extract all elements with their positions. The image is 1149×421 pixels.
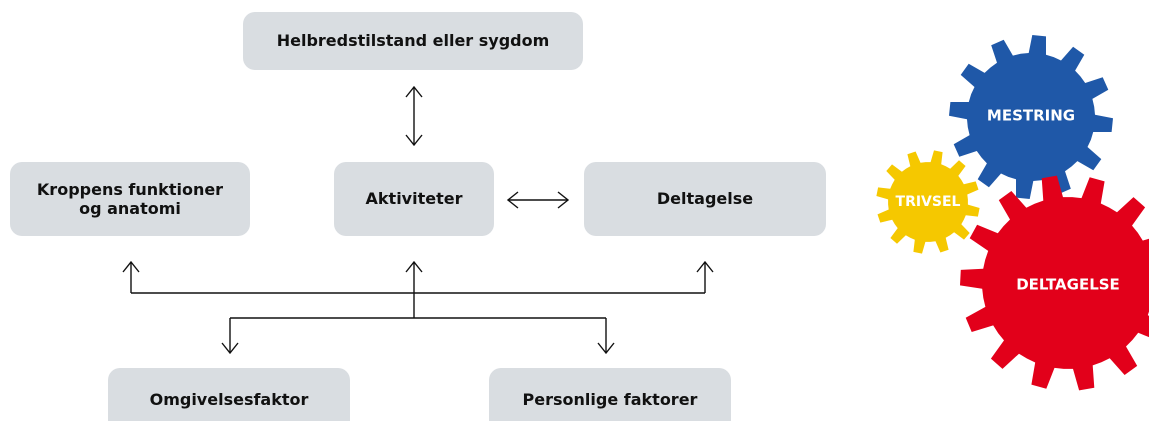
arrowhead-up-health (405, 85, 423, 98)
box-body-functions-label: Kroppens funktioner og anatomi (36, 179, 224, 218)
gear-trivsel (876, 150, 980, 254)
box-participation-label: Deltagelse (656, 189, 754, 209)
box-environment-factor-label: Omgivelsesfaktor (149, 390, 309, 409)
box-personal-factors-label: Personlige faktorer (522, 390, 698, 409)
gear-trivsel-label: TRIVSEL (896, 194, 961, 210)
arrowhead-left-activities (506, 191, 519, 209)
gear-deltagelse-label: DELTAGELSE (1016, 276, 1120, 294)
arrowhead-down-environment (221, 342, 239, 355)
box-health-condition: Helbredstilstand eller sygdom (243, 12, 583, 70)
arrowhead-up-activities (405, 260, 423, 273)
arrowhead-down-activities (405, 134, 423, 147)
gear-deltagelse (960, 175, 1149, 391)
arrowhead-right-participation (557, 191, 570, 209)
box-activities: Aktiviteter (334, 162, 494, 236)
box-personal-factors: Personlige faktorer (489, 368, 731, 421)
box-environment-factor: Omgivelsesfaktor (108, 368, 350, 421)
arrowhead-up-participation (696, 260, 714, 273)
box-participation: Deltagelse (584, 162, 826, 236)
box-body-functions: Kroppens funktioner og anatomi (10, 162, 250, 236)
arrowhead-down-personal (597, 342, 615, 355)
box-health-condition-label: Helbredstilstand eller sygdom (276, 31, 550, 51)
box-activities-label: Aktiviteter (365, 189, 463, 209)
gear-mestring-label: MESTRING (987, 107, 1075, 125)
arrowhead-up-body (122, 260, 140, 273)
gear-mestring (949, 35, 1113, 199)
